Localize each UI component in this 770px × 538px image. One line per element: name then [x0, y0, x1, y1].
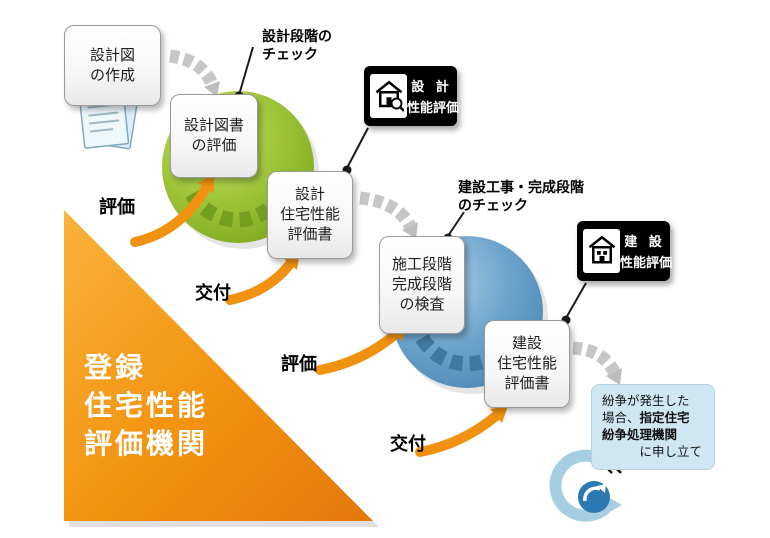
- node-line: 評価書: [287, 226, 333, 243]
- dispute-line: 紛争処理機関: [602, 427, 706, 444]
- node-design-report: 設計 住宅性能 評価書: [267, 171, 353, 259]
- title-line: 登録: [84, 352, 147, 383]
- evaluation-body-triangle: [64, 210, 373, 521]
- badge-label: 性能評価: [407, 100, 460, 115]
- connectors: [238, 46, 587, 319]
- dispute-text: に申し立て: [639, 445, 702, 459]
- callout-design-check: 設計段階の チェック: [262, 27, 332, 63]
- dispute-text-bold: 指定住宅: [639, 411, 690, 425]
- title-line: 住宅性能: [84, 390, 209, 421]
- arrow-issue-2: [415, 406, 508, 457]
- node-line: 設計: [294, 186, 325, 203]
- process-arrow-2: [359, 191, 418, 239]
- node-line: 建設: [511, 335, 542, 352]
- process-arrow-1: [168, 49, 220, 97]
- node-design-drawing: 設計図 の作成: [64, 25, 161, 106]
- node-design-doc-evaluation: 設計図書 の評価: [170, 94, 258, 178]
- callout-line: 建設工事・完成段階: [458, 179, 584, 195]
- evaluation-body-title: 登録 住宅性能 評価機関: [84, 349, 208, 463]
- dispute-cycle-icon: [549, 449, 622, 522]
- title-line: 評価機関: [84, 428, 209, 459]
- node-line: の作成: [89, 66, 135, 84]
- callout-line: 設計段階の: [262, 28, 332, 44]
- dispute-note: 紛争が発生した 場合、指定住宅 紛争処理機関 に申し立て: [591, 384, 715, 470]
- callout-construction-check: 建設工事・完成段階 のチェック: [458, 178, 584, 214]
- label-evaluate-1: 評価: [99, 197, 135, 217]
- node-construction-report: 建設 住宅性能 評価書: [484, 320, 570, 408]
- node-line: 設計図: [89, 46, 135, 64]
- node-line: の検査: [399, 296, 445, 313]
- callout-line: チェック: [262, 46, 318, 62]
- dispute-line: 場合、指定住宅: [602, 410, 706, 427]
- node-line: 住宅性能: [279, 206, 340, 223]
- dispute-text: 紛争が発生した: [602, 394, 690, 408]
- building-icon: [583, 229, 620, 273]
- label-issue-1: 交付: [195, 283, 231, 303]
- badge-construction-performance: 建 設 性能評価: [577, 221, 673, 281]
- house-icon: [370, 74, 407, 118]
- dispute-line: 紛争が発生した: [602, 393, 706, 410]
- badge-category: 設 計: [411, 79, 453, 94]
- callout-line: のチェック: [458, 197, 528, 213]
- node-line: 評価書: [504, 375, 550, 392]
- node-line: 設計図書: [183, 117, 244, 134]
- node-inspection: 施工段階 完成段階 の検査: [379, 236, 465, 334]
- dispute-text-bold: 紛争処理機関: [602, 428, 678, 442]
- node-line: 施工段階: [391, 256, 452, 273]
- label-evaluate-2: 評価: [281, 354, 317, 374]
- node-line: 完成段階: [391, 276, 452, 293]
- dispute-line: に申し立て: [602, 444, 706, 461]
- label-issue-2: 交付: [390, 434, 426, 454]
- badge-design-performance: 設 計 性能評価: [364, 66, 460, 126]
- arrow-evaluate-1: [130, 174, 214, 247]
- node-line: の評価: [191, 137, 237, 154]
- node-line: 住宅性能: [496, 355, 557, 372]
- dispute-text: 場合、: [602, 411, 640, 425]
- process-arrow-3: [572, 341, 622, 385]
- badge-category: 建 設: [624, 234, 666, 249]
- badge-label: 性能評価: [620, 255, 673, 270]
